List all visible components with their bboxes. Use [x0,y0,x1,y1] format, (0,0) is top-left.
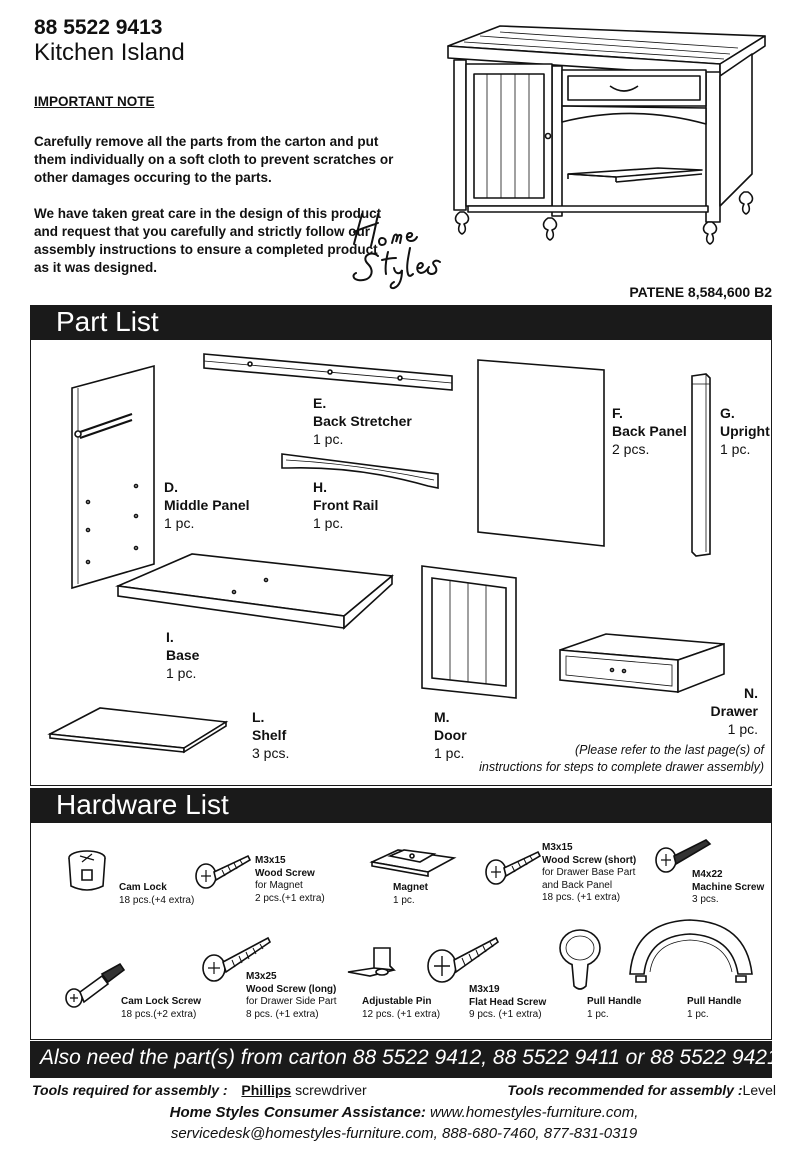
note-paragraph-2: We have taken great care in the design o… [34,206,382,275]
hw-flat-head-screw-label: M3x19 Flat Head Screw 9 pcs. (+1 extra) [469,984,547,1020]
hw-wood-screw-short-label: M3x15 Wood Screw (short) for Drawer Base… [542,842,637,903]
part-i-label: I. Base 1 pc. [166,629,200,681]
product-name: Kitchen Island [34,39,185,66]
tools-recommended-tool: Level [742,1082,776,1098]
part-g-label: G. Upright 1 pc. [720,405,770,457]
tools-recommended: Tools recommended for assembly :Level [507,1082,776,1098]
magnet-icon [368,846,458,878]
hw-cam-lock-screw-label: Cam Lock Screw 18 pcs.(+2 extra) [121,996,202,1020]
upright-drawing [686,370,716,560]
machine-screw-icon [652,838,712,878]
other-cartons-banner: Also need the part(s) from carton 88 552… [30,1041,779,1078]
part-n-label: N. Drawer 1 pc. [710,685,758,737]
back-stretcher-drawing [200,350,456,394]
kitchen-island-illustration [440,14,770,239]
tools-required-tool: Phillips [241,1082,292,1098]
model-number: 88 5522 9413 [34,16,163,39]
adjustable-pin-icon [344,944,400,988]
hw-cam-lock-label: Cam Lock 18 pcs.(+4 extra) [119,882,195,906]
note-paragraph-1: Carefully remove all the parts from the … [34,134,394,185]
patent-number: PATENE 8,584,600 B2 [629,284,772,300]
part-f-label: F. Back Panel 2 pcs. [612,405,687,457]
door-drawing [418,562,520,702]
part-e-label: E. Back Stretcher 1 pc. [313,395,412,447]
pull-handle-knob-icon [554,926,606,994]
drawer-drawing [556,630,728,696]
hw-pull-handle-cup-label: Pull Handle 1 pc. [687,996,742,1020]
part-list-header: Part List [30,305,772,340]
part-m-label: M. Door 1 pc. [434,709,467,761]
important-note-heading: IMPORTANT NOTE [34,94,155,109]
wood-screw-short-icon [482,848,542,888]
part-list-frame [30,340,772,786]
contact-details: servicedesk@homestyles-furniture.com, 88… [170,1125,638,1142]
cam-lock-icon [62,848,112,896]
hardware-list-title: Hardware List [56,789,229,820]
back-panel-drawing [474,356,608,550]
hw-wood-screw-label: M3x15 Wood Screw for Magnet 2 pcs.(+1 ex… [255,855,325,904]
hw-adjustable-pin-label: Adjustable Pin 12 pcs. (+1 extra) [362,996,441,1020]
cam-lock-screw-icon [62,960,126,1010]
part-d-label: D. Middle Panel 1 pc. [164,479,250,531]
drawer-assembly-note: (Please refer to the last page(s) of ins… [479,743,764,774]
hw-pull-handle-knob-label: Pull Handle 1 pc. [587,996,642,1020]
part-h-label: H. Front Rail 1 pc. [313,479,379,531]
tools-required: Tools required for assembly : Phillips s… [32,1082,367,1098]
hw-wood-screw-long-label: M3x25 Wood Screw (long) for Drawer Side … [246,971,337,1020]
part-l-label: L. Shelf 3 pcs. [252,709,290,761]
flat-head-screw-icon [424,934,500,986]
other-cartons-text: Also need the part(s) from carton 88 552… [40,1046,779,1069]
front-rail-drawing [278,450,442,492]
hw-magnet-label: Magnet 1 pc. [393,882,428,906]
consumer-assistance-line: Home Styles Consumer Assistance: www.hom… [169,1104,639,1121]
pull-handle-cup-icon [626,914,756,986]
base-drawing [114,550,396,632]
wood-screw-long-icon [200,934,272,984]
shelf-drawing [46,704,230,754]
hardware-list-header: Hardware List [30,788,772,823]
part-list-title: Part List [56,306,159,337]
hw-machine-screw-label: M4x22 Machine Screw 3 pcs. [692,869,765,905]
wood-screw-magnet-icon [192,852,252,892]
home-styles-logo [348,208,463,293]
hardware-list-frame [30,822,772,1040]
website-link[interactable]: www.homestyles-furniture.com, [429,1104,639,1121]
middle-panel-drawing [66,362,162,590]
